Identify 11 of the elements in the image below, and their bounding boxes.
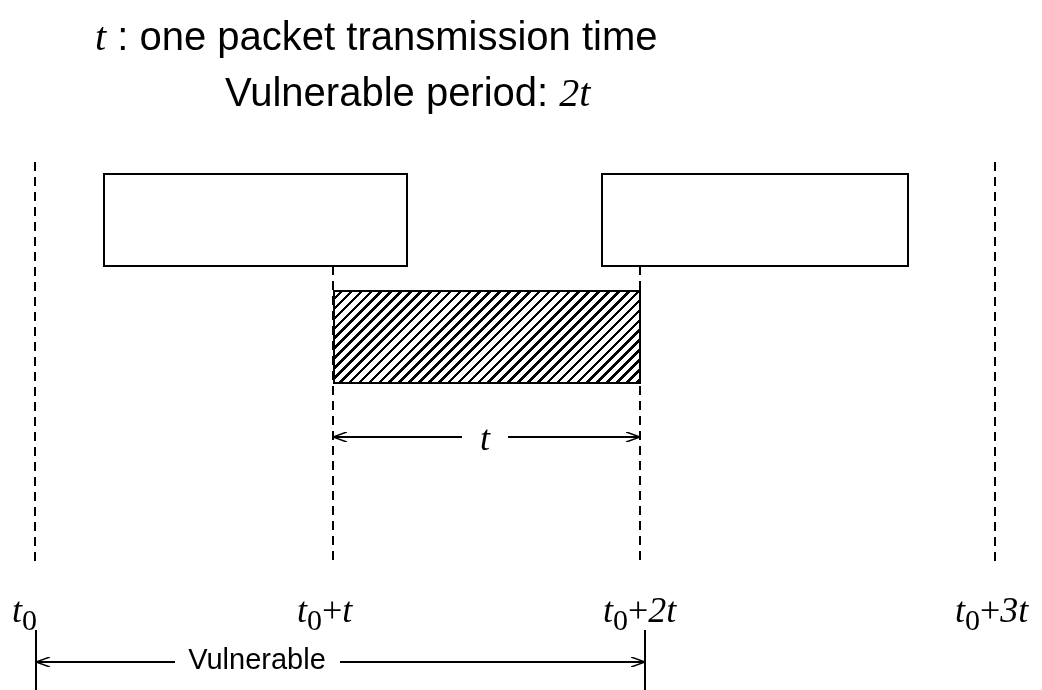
dimension-label: t <box>480 420 490 456</box>
packet-box <box>601 173 909 267</box>
legend-note: t : one packet transmission time <box>95 16 658 57</box>
dimension-label: Vulnerable <box>188 645 326 674</box>
heading: Vulnerable period: 2t <box>225 72 591 113</box>
time-label: t$_{0}$+2t <box>603 592 677 636</box>
packet-box <box>103 173 408 267</box>
time-label: t$_{0}$ <box>12 592 37 636</box>
hatched-packet-box <box>333 290 641 384</box>
time-label: t$_{0}$+t <box>297 592 353 636</box>
time-label: t$_{0}$+3t <box>955 592 1029 636</box>
